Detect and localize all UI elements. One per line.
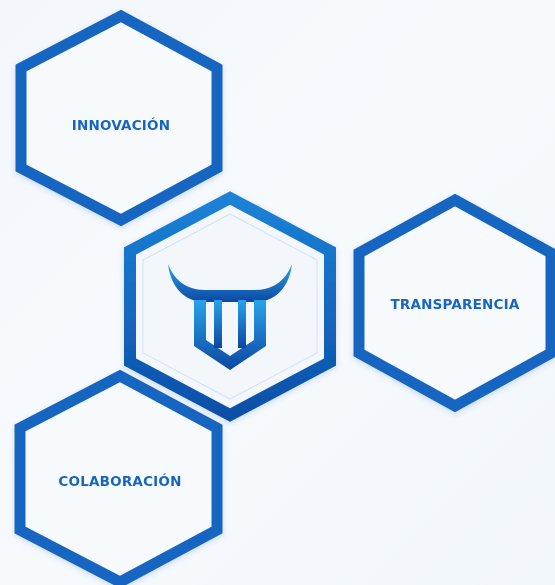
hexagon-innovacion-label: INNOVACIÓN — [72, 116, 170, 134]
bull-horns-shield-logo-icon — [168, 264, 292, 370]
shield-outline-icon — [194, 300, 266, 370]
hexagon-center-outline — [124, 191, 336, 422]
bull-horns-icon — [168, 264, 292, 302]
hexagon-transparencia-label: TRANSPARENCIA — [390, 297, 519, 313]
shield-bar-right-icon — [238, 300, 246, 348]
shield-bar-left-icon — [214, 300, 222, 348]
hexagon-colaboracion-label: COLABORACIÓN — [58, 472, 181, 490]
hexagon-center — [124, 191, 336, 422]
hexagon-colaboracion: COLABORACIÓN — [14, 369, 223, 585]
hexagon-innovacion: INNOVACIÓN — [15, 9, 223, 227]
hexagon-transparencia-outline — [353, 193, 555, 413]
hexagon-transparencia: TRANSPARENCIA — [353, 193, 555, 413]
hexagon-center-inner — [142, 213, 318, 400]
hexagon-innovacion-outline — [15, 9, 223, 227]
hexagon-colaboracion-outline — [14, 369, 223, 585]
